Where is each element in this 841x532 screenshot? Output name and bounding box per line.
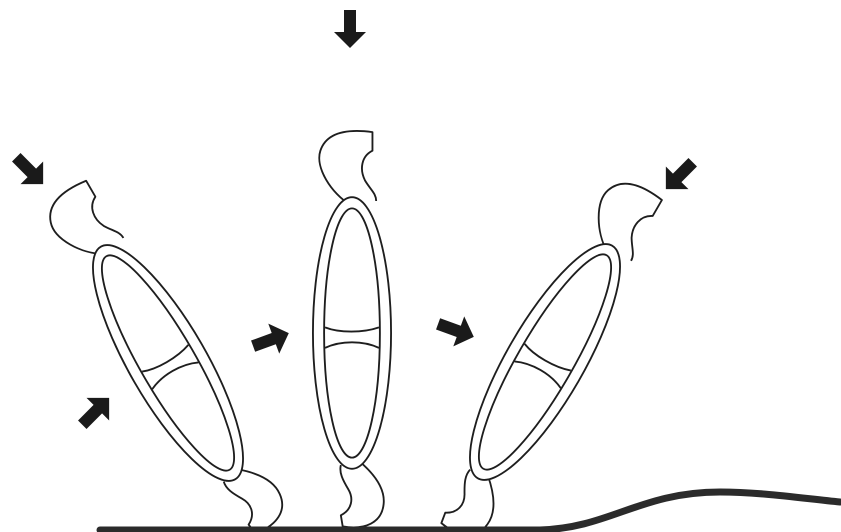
arrow-top-center — [334, 10, 366, 48]
flipper-tilted-left — [35, 171, 298, 532]
arrow-mid-right — [433, 309, 480, 352]
flipper-upright — [313, 131, 391, 527]
arrow-mid-center — [248, 318, 295, 361]
arrow-top-right — [655, 151, 704, 200]
arrow-lower-left — [71, 387, 120, 436]
flipper-tilted-right — [415, 170, 678, 532]
arrow-top-left — [5, 146, 54, 195]
